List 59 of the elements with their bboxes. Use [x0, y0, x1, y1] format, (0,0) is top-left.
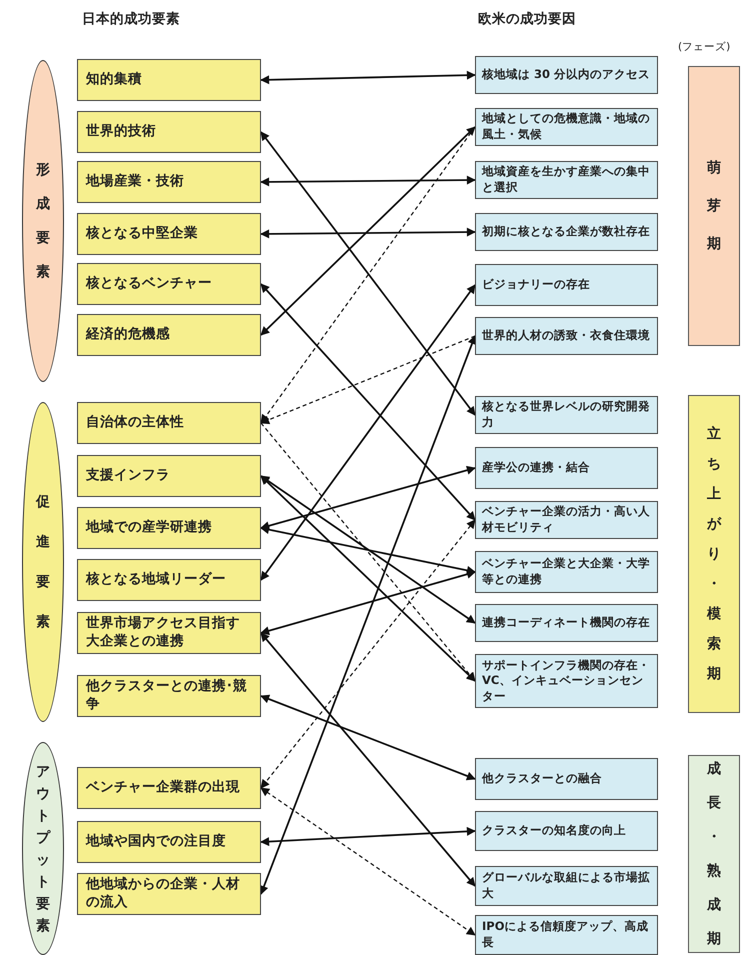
factor-box: 支援インフラ	[77, 455, 261, 497]
factor-box: 他クラスターとの融合	[475, 758, 658, 800]
arrow	[260, 570, 476, 636]
arrow	[260, 284, 476, 581]
factor-box: 産学公の連携・結合	[475, 447, 658, 489]
factor-box: 核となる地域リーダー	[77, 559, 261, 601]
dashed-arrow	[260, 335, 476, 424]
factor-box: 核となる中堅企業	[77, 213, 261, 255]
factor-box: 核地域は 30 分以内のアクセス	[475, 56, 658, 94]
arrow	[260, 525, 476, 575]
arrow	[260, 466, 476, 530]
category-ellipse: 促進要素	[22, 402, 64, 722]
arrow	[260, 475, 476, 682]
factor-box: ベンチャー企業の活力・高い人材モビリティ	[475, 501, 658, 539]
arrow	[260, 632, 476, 887]
arrow	[260, 70, 476, 84]
factor-box: 知的集積	[77, 59, 261, 101]
factor-box: 地域での産学研連携	[77, 507, 261, 549]
phase-bar: 成長・熟成期	[688, 755, 740, 953]
factor-box: 連携コーディネート機関の存在	[475, 604, 658, 642]
factor-box: 世界的人材の誘致・衣食住環境	[475, 317, 658, 355]
phase-bar: 萌芽期	[688, 66, 740, 346]
heading: 欧米の成功要因	[478, 10, 576, 28]
arrow	[260, 694, 476, 780]
factor-box: 地域資産を生かす産業への集中と選択	[475, 161, 658, 199]
factor-box: 核となる世界レベルの研究開発力	[475, 396, 658, 434]
dashed-arrow	[260, 788, 476, 936]
factor-box: グローバルな取組による市場拡大	[475, 866, 658, 906]
factor-box: 初期に核となる企業が数社存在	[475, 213, 658, 251]
factor-box: クラスターの知名度の向上	[475, 811, 658, 851]
factor-box: ビジョナリーの存在	[475, 264, 658, 306]
heading: 日本的成功要素	[82, 10, 180, 28]
factor-box: 地域としての危機意識・地域の風土・気候	[475, 108, 658, 146]
arrow	[260, 335, 476, 895]
arrow	[260, 228, 476, 238]
category-ellipse: 形成要素	[22, 60, 64, 382]
factor-box: IPOによる信頼度アップ、高成長	[475, 915, 658, 955]
factor-box: 核となるベンチャー	[77, 263, 261, 305]
dashed-arrow	[260, 422, 476, 682]
category-ellipse: アウトプット要素	[22, 742, 64, 955]
dashed-arrow	[260, 519, 476, 789]
arrow	[260, 176, 476, 186]
arrow	[260, 126, 476, 336]
factor-box: 世界市場アクセス目指す大企業との連携	[77, 612, 261, 654]
factor-box: 地域や国内での注目度	[77, 821, 261, 863]
factor-box: 自治体の主体性	[77, 402, 261, 444]
factor-box: サポートインフラ機関の存在・VC、インキュベーションセンター	[475, 654, 658, 708]
arrow	[260, 826, 476, 846]
arrow	[260, 283, 476, 521]
factor-box: 世界的技術	[77, 111, 261, 153]
arrow	[260, 475, 476, 624]
factor-box: 他クラスターとの連携･競争	[77, 675, 261, 717]
phase-bar: 立ち上がり・模索期	[688, 395, 740, 713]
factor-box: ベンチャー企業群の出現	[77, 767, 261, 809]
factor-box: 他地域からの企業・人材の流入	[77, 873, 261, 915]
factor-box: 地場産業・技術	[77, 161, 261, 203]
phase-heading: (フェーズ)	[678, 40, 730, 54]
factor-box: ベンチャー企業と大企業・大学等との連携	[475, 551, 658, 593]
factor-box: 経済的危機感	[77, 314, 261, 356]
